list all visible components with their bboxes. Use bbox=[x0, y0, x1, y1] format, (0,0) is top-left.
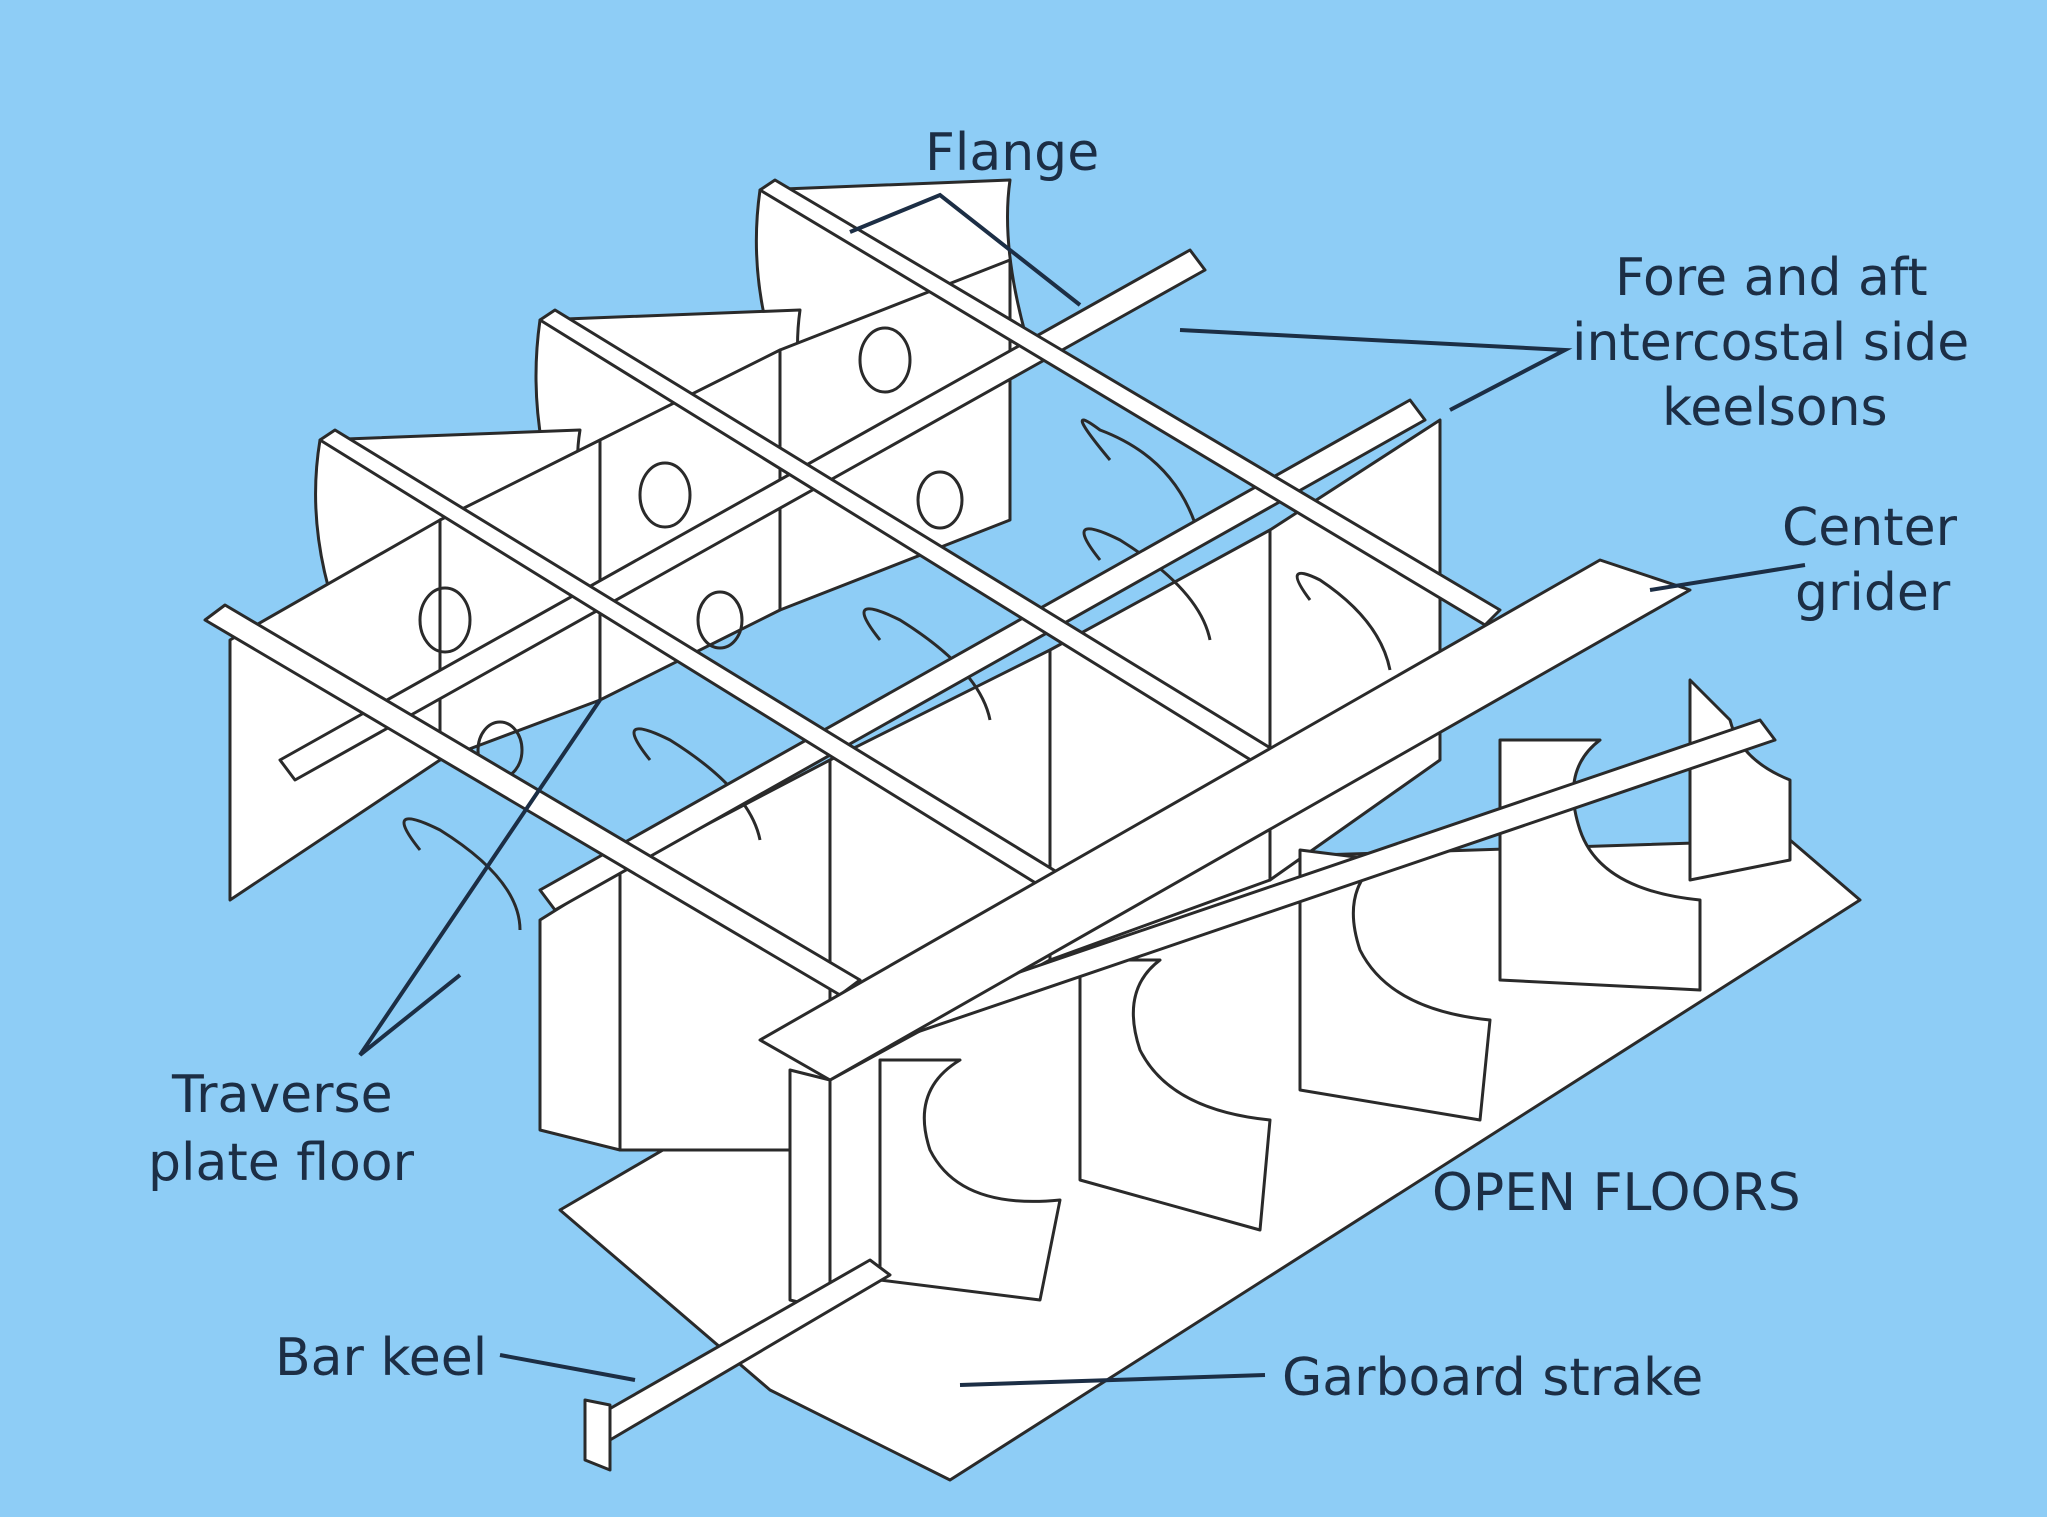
side-keelsons-leader bbox=[1179, 328, 1573, 412]
intercostal-side-keelsons bbox=[278, 248, 1777, 1062]
plate-floor-lower-5 bbox=[538, 868, 622, 1152]
flange-leader bbox=[849, 192, 1082, 307]
leader-lines bbox=[358, 192, 1806, 1387]
side-keelson-1 bbox=[278, 248, 1207, 782]
center-girder-label-line1: Center bbox=[1782, 498, 1958, 558]
lightening-hole bbox=[638, 461, 692, 529]
open-floors-label: OPEN FLOORS bbox=[1432, 1163, 1801, 1223]
transverse-floor-leader bbox=[358, 698, 602, 1057]
side-keelsons-label-line2: intercostal side bbox=[1572, 313, 1969, 373]
flange-bar-1 bbox=[758, 178, 1502, 627]
center-girder-label-line2: grider bbox=[1795, 563, 1951, 623]
lightening-hole bbox=[1295, 571, 1392, 671]
lightening-hole bbox=[696, 590, 744, 650]
bar-keel-label: Bar keel bbox=[275, 1328, 487, 1388]
side-keelsons-label-line3: keelsons bbox=[1662, 378, 1888, 438]
lightening-hole bbox=[1082, 527, 1212, 641]
center-girder bbox=[758, 558, 1692, 1082]
lightening-hole bbox=[632, 727, 762, 841]
garboard-strake-label: Garboard strake bbox=[1282, 1348, 1703, 1408]
open-floor-5 bbox=[1688, 678, 1792, 882]
lightening-hole bbox=[402, 817, 522, 931]
lightening-hole bbox=[418, 586, 472, 654]
bar-keel-end bbox=[583, 1398, 612, 1472]
transverse-floor-label-line1: Traverse bbox=[171, 1065, 393, 1125]
open-floor-1 bbox=[878, 1058, 1062, 1302]
lightening-hole bbox=[862, 607, 992, 721]
lightening-hole bbox=[916, 470, 964, 530]
side-keelsons-label-line1: Fore and aft bbox=[1615, 248, 1928, 308]
lightening-hole bbox=[1080, 418, 1202, 541]
lightening-hole bbox=[858, 326, 912, 394]
bar-keel-leader bbox=[499, 1353, 636, 1382]
center-girder-leader bbox=[1649, 563, 1806, 592]
side-keelson-2 bbox=[538, 398, 1427, 912]
center-girder-web bbox=[788, 1068, 832, 1312]
flange-label: Flange bbox=[925, 123, 1099, 183]
open-floor-2 bbox=[1078, 958, 1272, 1232]
transverse-floor-label-line2: plate floor bbox=[148, 1133, 415, 1193]
garboard-leader bbox=[959, 1373, 1266, 1387]
